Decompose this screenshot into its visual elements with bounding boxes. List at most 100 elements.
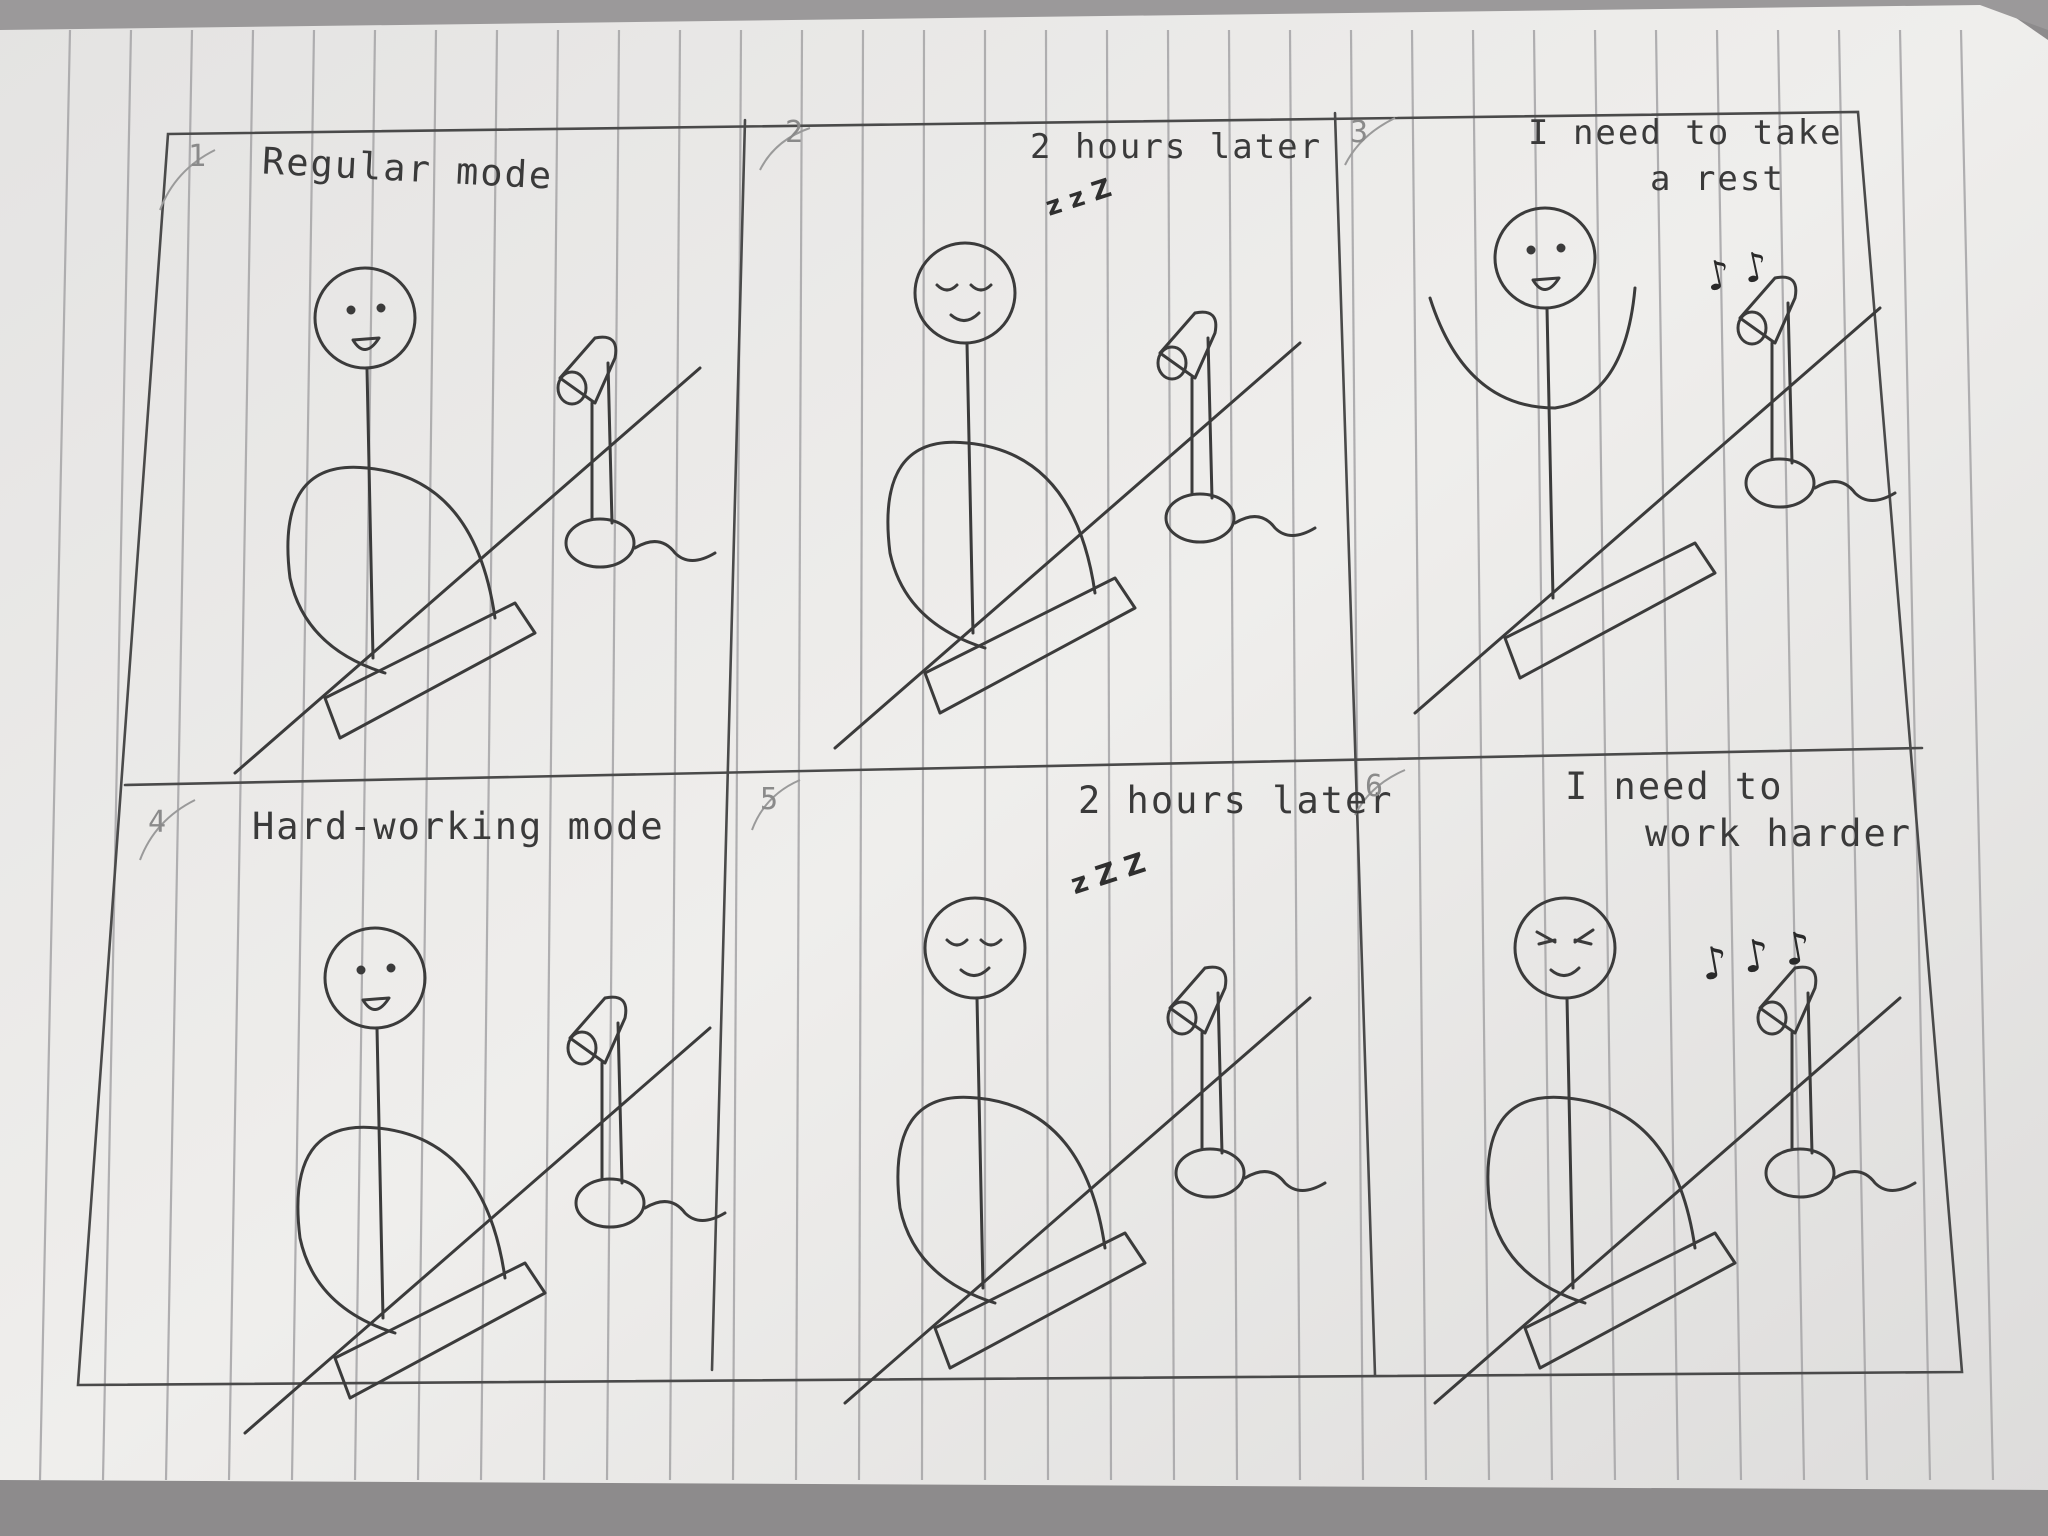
panel-4-caption: Hard-working mode bbox=[252, 805, 665, 848]
figure-arms-raised bbox=[1428, 286, 1637, 410]
figure-arm bbox=[296, 1125, 397, 1335]
figure-closed-eye bbox=[979, 938, 1003, 947]
figure-head bbox=[913, 241, 1017, 345]
panel-3-number: 3 bbox=[1350, 115, 1369, 150]
lamp-bulb bbox=[556, 370, 588, 406]
panel-6-caption-line-1: I need to bbox=[1565, 765, 1784, 808]
figure-head bbox=[923, 896, 1027, 1000]
figure-eye bbox=[376, 303, 386, 313]
figure-body bbox=[365, 366, 375, 660]
lamp-bulb bbox=[566, 1030, 598, 1066]
panel-3-caption-line-2: a rest bbox=[1650, 159, 1785, 199]
figure-eye bbox=[1526, 245, 1536, 255]
figure-arm bbox=[1565, 1096, 1697, 1250]
rule-line bbox=[1166, 29, 1176, 1481]
figure-body bbox=[965, 341, 975, 635]
rule-line bbox=[668, 29, 682, 1481]
figure-head bbox=[1513, 896, 1617, 1000]
lamp-stand bbox=[1190, 336, 1214, 500]
lamp-bulb bbox=[1736, 310, 1768, 346]
lamp-base bbox=[1764, 1147, 1836, 1199]
figure-smile bbox=[1549, 966, 1581, 977]
figure-eye bbox=[356, 965, 366, 975]
keyboard bbox=[923, 576, 1137, 715]
figure-body bbox=[1565, 996, 1575, 1290]
lamp-cable bbox=[1813, 480, 1897, 502]
lamp-head bbox=[1758, 965, 1818, 1035]
figure-arm bbox=[286, 465, 387, 675]
figure-closed-eye bbox=[935, 283, 959, 292]
rule-line bbox=[605, 29, 621, 1481]
figure-head bbox=[1493, 206, 1597, 310]
figure-head bbox=[313, 266, 417, 370]
figure-body bbox=[1545, 306, 1555, 600]
panel-6-number: 6 bbox=[1365, 769, 1384, 804]
lamp-base bbox=[1174, 1147, 1246, 1199]
rule-line bbox=[1410, 29, 1428, 1481]
rule-line bbox=[920, 29, 926, 1481]
lamp-head bbox=[1168, 965, 1228, 1035]
lamp-stand bbox=[600, 1021, 624, 1185]
panel-5-number: 5 bbox=[760, 782, 779, 817]
rule-line bbox=[164, 29, 194, 1481]
lamp-cable bbox=[1233, 515, 1317, 537]
rule-line bbox=[1349, 29, 1365, 1481]
lamp-stand bbox=[1790, 991, 1814, 1155]
rule-line bbox=[1227, 29, 1239, 1481]
rule-line bbox=[1776, 29, 1806, 1481]
lamp-cable bbox=[1833, 1170, 1917, 1192]
figure-angry-eye bbox=[1535, 930, 1557, 946]
keyboard bbox=[1503, 541, 1717, 680]
comic-grid bbox=[76, 110, 1964, 1387]
desk-edge bbox=[243, 1026, 712, 1435]
lamp-base bbox=[564, 517, 636, 569]
figure-body bbox=[375, 1026, 385, 1320]
lamp-head bbox=[568, 995, 628, 1065]
figure-closed-eye bbox=[969, 283, 993, 292]
lamp-cable bbox=[633, 540, 717, 562]
panel-1-number: 1 bbox=[188, 139, 207, 174]
panel-6-caption-line-2: work harder bbox=[1645, 812, 1913, 855]
rule-line bbox=[731, 29, 743, 1481]
figure-arm bbox=[365, 466, 497, 620]
lamp-bulb bbox=[1166, 1000, 1198, 1036]
panel-5-caption: 2 hours later bbox=[1078, 779, 1394, 822]
lamp-base bbox=[1164, 492, 1236, 544]
desk-edge bbox=[843, 996, 1312, 1405]
keyboard bbox=[1523, 1231, 1737, 1370]
rule-line bbox=[1715, 29, 1743, 1481]
desk-edge bbox=[833, 341, 1302, 750]
figure-smile bbox=[959, 966, 991, 977]
rule-line bbox=[353, 29, 377, 1481]
lamp-stand bbox=[1770, 301, 1794, 465]
rule-line bbox=[1898, 29, 1932, 1481]
lamp-head bbox=[558, 335, 618, 405]
lamp-base bbox=[574, 1177, 646, 1229]
figure-angry-eye bbox=[1573, 928, 1595, 946]
lamp-bulb bbox=[1156, 345, 1188, 381]
rule-line bbox=[1105, 29, 1113, 1481]
keyboard bbox=[323, 601, 537, 740]
desk-edge bbox=[1433, 996, 1902, 1405]
rule-line bbox=[479, 29, 499, 1481]
figure-closed-eye bbox=[945, 938, 969, 947]
panel-2-caption: 2 hours later bbox=[1030, 127, 1323, 167]
figure-mouth bbox=[351, 336, 381, 351]
rule-line bbox=[1837, 29, 1869, 1481]
panel-3-caption-line-1: I need to take bbox=[1528, 113, 1843, 153]
lamp-cable bbox=[1243, 1170, 1327, 1192]
figure-mouth bbox=[1531, 276, 1561, 291]
desk-edge bbox=[233, 366, 702, 775]
paper-sheet bbox=[0, 0, 2048, 1500]
panel-2-number: 2 bbox=[785, 115, 804, 150]
comic-drawings bbox=[233, 206, 1917, 1435]
desk-edge bbox=[1413, 306, 1882, 715]
lamp-stand bbox=[1200, 991, 1224, 1155]
lamp-bulb bbox=[1756, 1000, 1788, 1036]
figure-arm bbox=[965, 441, 1097, 595]
rule-line bbox=[1288, 29, 1302, 1481]
rule-line bbox=[227, 29, 255, 1481]
lamp-stand bbox=[590, 361, 614, 525]
rule-line bbox=[542, 29, 560, 1481]
